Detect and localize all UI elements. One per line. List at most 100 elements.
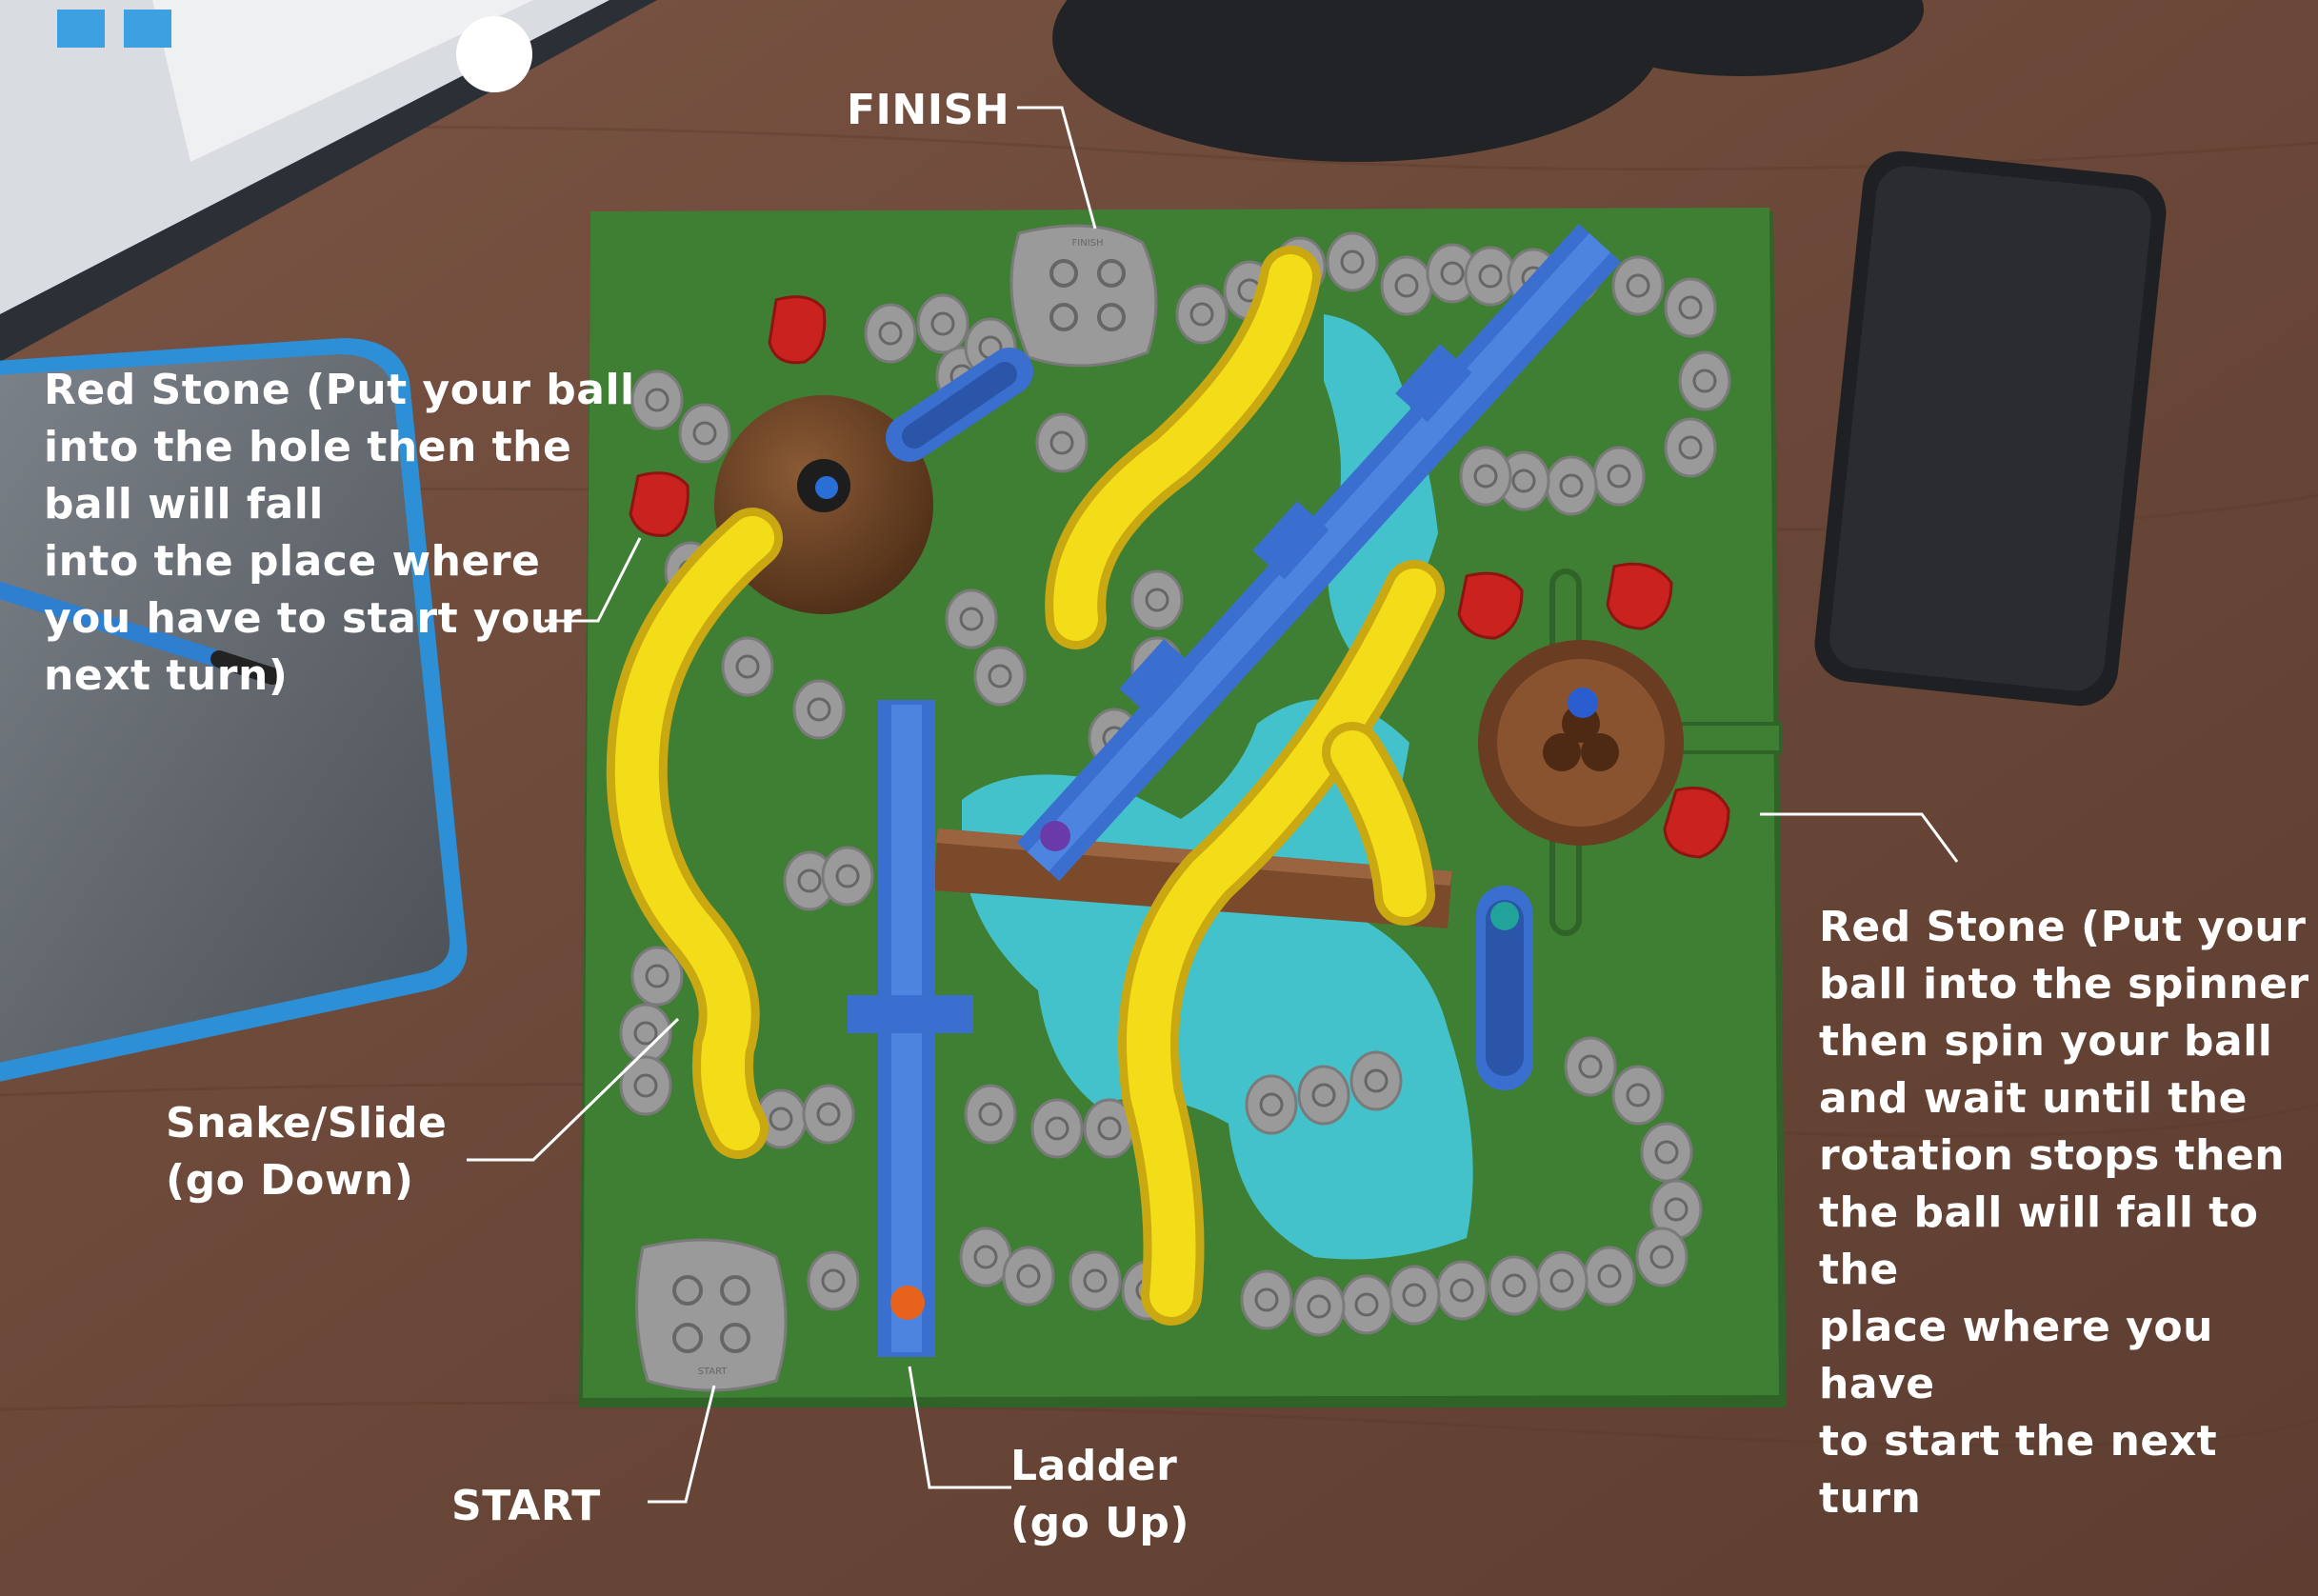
stone [964,1084,1017,1145]
stone-hole [1354,1292,1379,1317]
stone [1340,1274,1393,1335]
stone-hole [988,664,1012,688]
red-stone-spinner-label: Red Stone (Put your ball into the spinne… [1819,903,2309,1523]
red-stones [629,295,1730,859]
stone-hole [1597,1264,1622,1288]
stone-hole [1097,1116,1122,1141]
stone [1545,455,1598,516]
stone [1488,1255,1541,1316]
stone [1635,1227,1689,1287]
stone-hole [633,1073,658,1098]
stone-hole [1559,473,1584,498]
stone-hole [1478,264,1503,289]
stone-hole [769,1107,793,1131]
stone-hole [878,321,903,346]
stone [1611,1065,1665,1126]
stone-hole [978,1102,1003,1127]
stone-hole [735,654,760,679]
stone [821,846,874,907]
stone-hole [1607,464,1631,489]
stylus-pen-icon [0,582,281,685]
stone [1030,1098,1084,1159]
stone [630,369,684,430]
stone [1678,350,1731,411]
stone [807,1250,860,1311]
stone [619,1055,672,1116]
stone-hole [645,964,669,988]
stone [1245,1074,1298,1135]
stone-hole [821,1268,846,1293]
finish-tile-text: FINISH [1072,238,1104,249]
stone [1611,255,1665,316]
stone-hole [797,868,822,893]
stone-hole [1473,464,1498,489]
start-tile-text: START [698,1367,729,1377]
stone-hole [1259,1092,1284,1117]
tablet-icon [0,338,468,1082]
stone-hole [1254,1287,1279,1312]
blue-chute [1476,886,1533,1090]
stone-hole [1626,273,1650,298]
start-label: START [451,1482,601,1530]
stone-hole [930,311,955,336]
stone-hole [807,697,831,722]
stone-hole [959,607,984,631]
stone [721,636,774,697]
stone [1535,1250,1589,1311]
stone [1175,284,1229,345]
stone [1297,1065,1350,1126]
stone [864,303,917,364]
start-tile: START [635,1238,788,1392]
stone-hole [1626,1083,1650,1107]
stone-hole [1083,1268,1108,1293]
stone [1640,1122,1693,1183]
smartphone-icon [1814,150,2167,707]
finish-label: FINISH [847,86,1010,134]
ladder-vertical [848,700,973,1357]
stone [792,679,846,740]
stone [1664,417,1717,478]
stone-hole [1692,369,1717,393]
stone [1380,255,1433,316]
stone-hole [1678,435,1703,460]
blue-chute-top [886,348,1033,462]
slides [606,246,1445,1326]
stone [973,646,1027,707]
stone [630,946,684,1007]
stone-hole [1649,1245,1674,1269]
stone [1459,446,1512,507]
stone [1069,1250,1122,1311]
stone [1564,1036,1617,1097]
stone-hole [1045,1116,1069,1141]
stone-hole [1311,1083,1336,1107]
stone [1240,1269,1293,1330]
stone-hole [1016,1264,1041,1288]
stone [1435,1260,1489,1321]
callout-lines [467,106,1959,1504]
stone [678,403,731,464]
stone-hole [633,1021,658,1046]
stone-hole [1549,1268,1574,1293]
stone-hole [816,1102,841,1127]
stone-hole [973,1245,998,1269]
stone-hole [1145,588,1169,612]
stone-hole [1664,1197,1689,1222]
stone [1035,412,1089,473]
stone-hole [1449,1278,1474,1303]
stone [1002,1246,1055,1307]
stone-hole [1578,1054,1603,1079]
snake-slide-label: Snake/Slide (go Down) [166,1099,448,1205]
stone [1664,277,1717,338]
finish-tile: FINISH [1009,224,1158,368]
stone [802,1084,855,1145]
stone-hole [1340,249,1365,274]
stone-path [619,231,1731,1337]
stone [1326,231,1379,292]
stone [1349,1050,1403,1111]
ladder-label: Ladder (go Up) [1010,1442,1189,1547]
ladder-diagonal [1016,223,1622,882]
stone-hole [1654,1140,1679,1165]
stone [1130,569,1184,630]
stone-hole [1511,469,1536,493]
